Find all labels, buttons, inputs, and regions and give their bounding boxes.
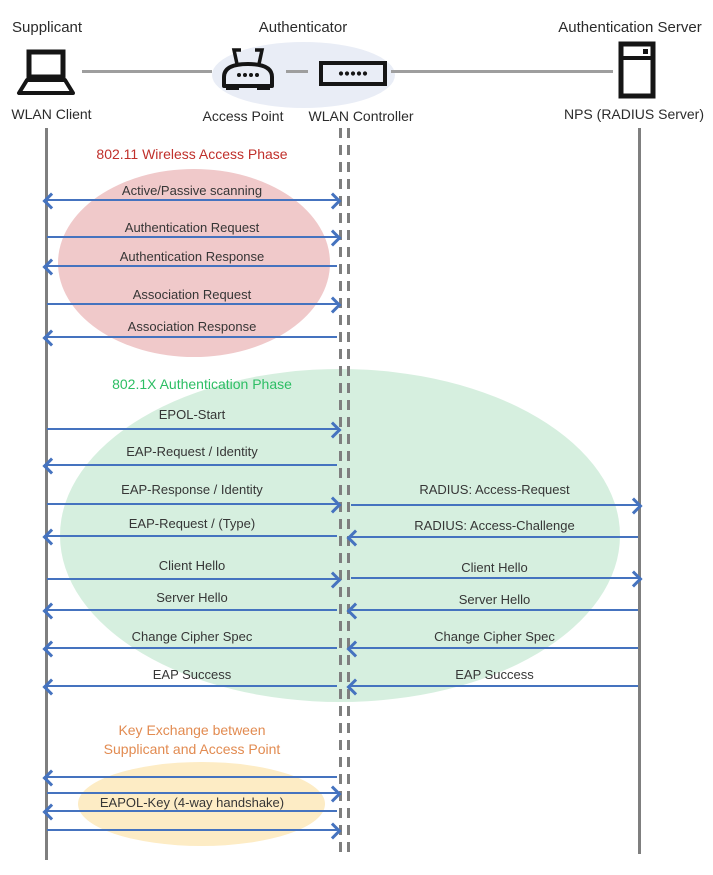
message-label-eap-request-identity: EAP-Request / Identity [126, 444, 258, 459]
server-icon [618, 41, 656, 99]
message-arrow-change-cipher-spec-radius [346, 640, 638, 658]
device-label-wlan-client: WLAN Client [11, 106, 92, 122]
message-arrow-eapol-key-2 [47, 785, 342, 803]
message-label-eapol-key: EAPOL-Key (4-way handshake) [99, 795, 285, 810]
message-arrow-eapol-key-4 [47, 822, 342, 840]
message-arrow-radius-access-challenge [346, 529, 638, 547]
message-arrow-eap-response-identity [47, 496, 342, 514]
connector-wlc-server [391, 70, 613, 73]
message-arrow-change-cipher-spec [42, 640, 337, 658]
message-label-authentication-request: Authentication Request [124, 220, 260, 235]
phase3-title-line2: Supplicant and Access Point [103, 741, 281, 757]
device-label-access-point: Access Point [202, 108, 284, 124]
message-label-client-hello-radius: Client Hello [461, 560, 528, 575]
message-arrow-association-request [47, 296, 342, 314]
message-label-change-cipher-spec: Change Cipher Spec [131, 629, 253, 644]
message-arrow-client-hello [47, 571, 342, 589]
message-label-radius-access-challenge: RADIUS: Access-Challenge [414, 518, 575, 533]
message-label-association-request: Association Request [132, 287, 252, 302]
message-label-association-response: Association Response [127, 319, 257, 334]
message-label-eap-request-type: EAP-Request / (Type) [128, 516, 256, 531]
lifeline-wlan-controller-left [339, 128, 342, 856]
lifeline-wlan-client [45, 128, 48, 860]
message-arrow-eapol-key-1 [42, 769, 337, 787]
message-arrow-eap-request-type [42, 528, 337, 546]
phase2-title: 802.1X Authentication Phase [112, 376, 292, 392]
wlan-controller-icon [319, 61, 387, 86]
lifeline-wlan-controller-right [347, 128, 350, 856]
message-label-radius-access-request: RADIUS: Access-Request [419, 482, 570, 497]
message-arrow-eapol-key-3 [42, 803, 337, 821]
lifeline-nps-server [638, 128, 641, 854]
laptop-icon [17, 49, 75, 95]
message-arrow-epol-start [47, 421, 342, 439]
access-point-icon [222, 48, 274, 90]
message-label-server-hello-radius: Server Hello [458, 592, 531, 607]
message-label-client-hello: Client Hello [158, 558, 226, 573]
message-arrow-authentication-request [47, 229, 342, 247]
message-arrow-radius-access-request [351, 497, 643, 515]
connector-ap-wlc [286, 70, 308, 73]
message-label-eap-response-identity: EAP-Response / Identity [121, 482, 263, 497]
message-arrow-authentication-response [42, 258, 337, 276]
message-arrow-association-response [42, 329, 337, 347]
phase3-title-line1: Key Exchange between [118, 722, 266, 738]
connector-client-ap [82, 70, 212, 73]
message-label-server-hello: Server Hello [156, 590, 228, 605]
device-label-nps-radius-server: NPS (RADIUS Server) [563, 106, 705, 122]
message-arrow-eap-success-radius [346, 678, 638, 696]
phase1-title: 802.11 Wireless Access Phase [96, 146, 288, 162]
message-label-eap-success-radius: EAP Success [455, 667, 534, 682]
message-arrow-active-passive-scanning [42, 192, 342, 210]
message-label-eap-success: EAP Success [152, 667, 232, 682]
actor-role-authentication-server: Authentication Server [558, 19, 702, 36]
message-arrow-eap-request-identity [42, 457, 337, 475]
message-arrow-server-hello-radius [346, 602, 638, 620]
device-label-wlan-controller: WLAN Controller [308, 108, 414, 124]
actor-role-authenticator: Authenticator [258, 19, 348, 36]
message-label-active-passive-scanning: Active/Passive scanning [121, 183, 263, 198]
message-arrow-server-hello [42, 602, 337, 620]
message-label-change-cipher-spec-radius: Change Cipher Spec [434, 629, 555, 644]
message-label-epol-start: EPOL-Start [158, 407, 226, 422]
actor-role-supplicant: Supplicant [12, 19, 83, 36]
message-label-authentication-response: Authentication Response [119, 249, 265, 264]
message-arrow-client-hello-radius [351, 570, 643, 588]
message-arrow-eap-success [42, 678, 337, 696]
